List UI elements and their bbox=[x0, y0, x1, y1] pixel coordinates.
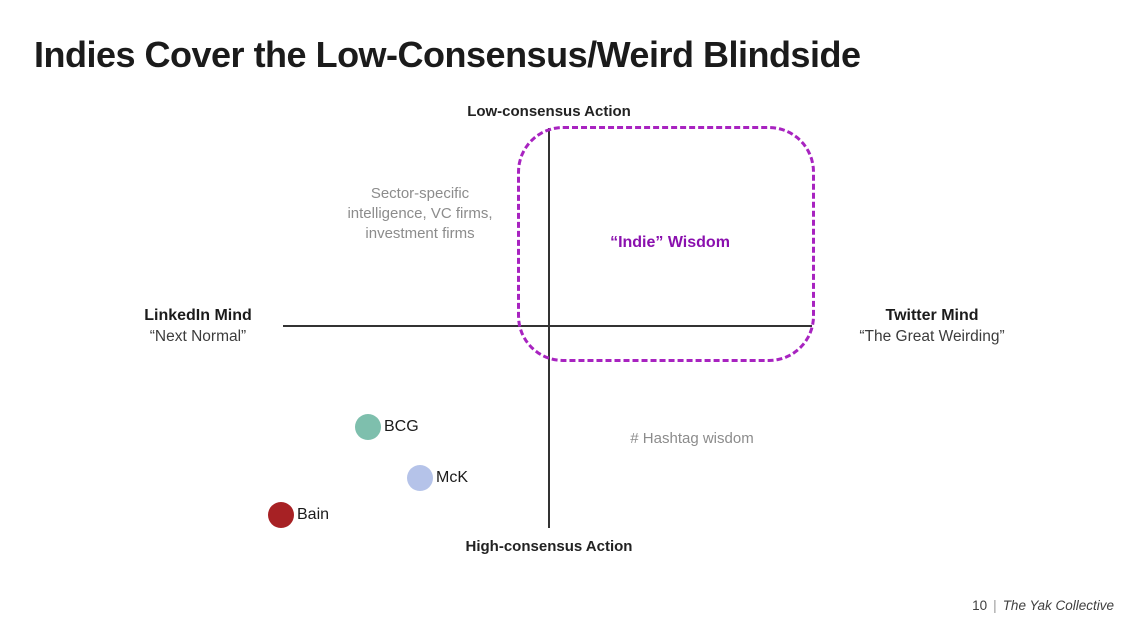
page-number: 10 bbox=[972, 598, 988, 613]
pole-label-left: LinkedIn Mind “Next Normal” bbox=[98, 306, 298, 348]
data-point-bcg: BCG bbox=[355, 414, 419, 440]
bain-dot-label: Bain bbox=[297, 506, 330, 523]
footer-brand: The Yak Collective bbox=[1002, 598, 1114, 613]
pole-left-title: LinkedIn Mind bbox=[144, 307, 252, 324]
bain-dot bbox=[268, 502, 294, 528]
slide-footer: 10 | The Yak Collective bbox=[972, 598, 1114, 613]
pole-label-right: Twitter Mind “The Great Weirding” bbox=[832, 306, 1032, 348]
mck-dot bbox=[407, 465, 433, 491]
indie-wisdom-label: “Indie” Wisdom bbox=[610, 234, 730, 251]
slide-title: Indies Cover the Low-Consensus/Weird Bli… bbox=[34, 34, 861, 75]
note-hashtag-wisdom: # Hashtag wisdom bbox=[630, 430, 754, 447]
pole-left-subtitle: “Next Normal” bbox=[149, 328, 247, 345]
axis-label-bottom: High-consensus Action bbox=[465, 538, 633, 555]
bcg-dot-label: BCG bbox=[384, 418, 419, 435]
data-point-bain: Bain bbox=[268, 502, 329, 528]
bcg-dot bbox=[355, 414, 381, 440]
axis-label-top: Low-consensus Action bbox=[467, 103, 631, 120]
data-point-mck: McK bbox=[407, 465, 468, 491]
pole-right-title: Twitter Mind bbox=[885, 307, 979, 324]
mck-dot-label: McK bbox=[436, 469, 468, 486]
note-sector-specific: Sector-specific intelligence, VC firms, … bbox=[347, 185, 493, 242]
indie-wisdom-highlight-region bbox=[517, 126, 815, 362]
footer-separator: | bbox=[993, 598, 997, 613]
pole-right-subtitle: “The Great Weirding” bbox=[859, 328, 1005, 345]
